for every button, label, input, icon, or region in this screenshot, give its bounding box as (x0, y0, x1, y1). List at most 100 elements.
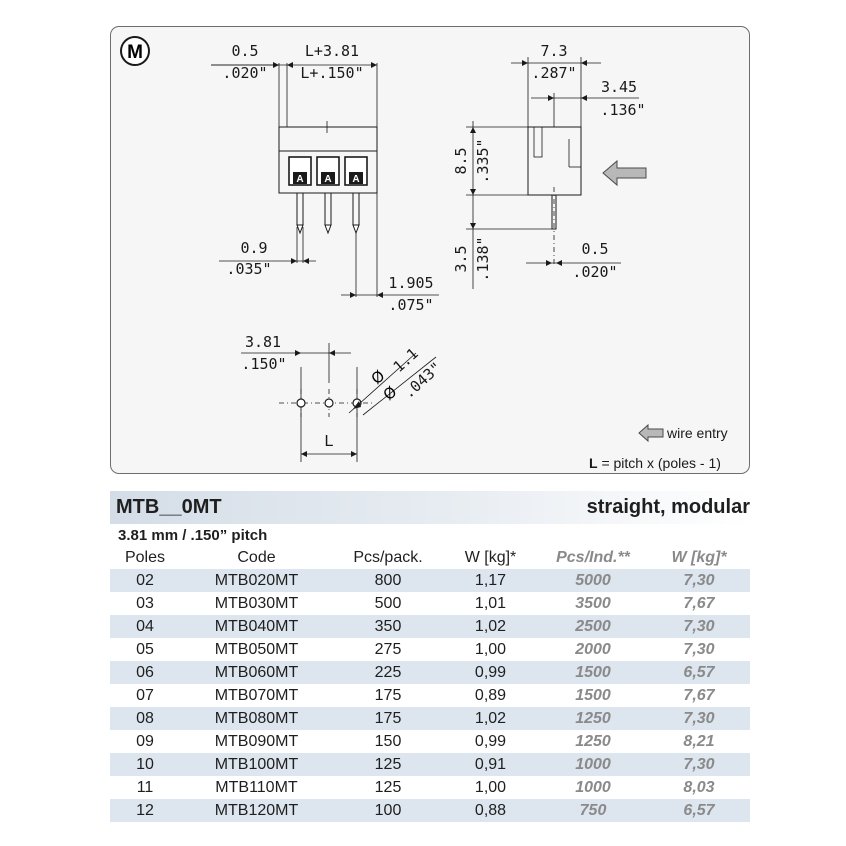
cell-pcs-ind: 2500 (575, 617, 611, 635)
product-title-bar: MTB__0MT straight, modular (110, 491, 750, 524)
side-view: 7.3 .287" 3.45 .136" 8.5 .33 (452, 42, 647, 289)
cell-pcs-ind: 1000 (575, 755, 611, 773)
dim-side-offset-in: .136" (600, 101, 645, 119)
dim-side-width-mm: 7.3 (540, 42, 567, 60)
cell-pcs-ind: 2000 (575, 640, 611, 658)
cell-pcs-ind: 1250 (575, 732, 611, 750)
badge-letter: M (127, 42, 143, 63)
pitch-subtitle: 3.81 mm / .150” pitch (118, 527, 268, 544)
col-header-weight-ind: W [kg]* (671, 548, 727, 566)
col-header-weight: W [kg]* (464, 548, 517, 566)
cell-code: MTB060MT (214, 663, 299, 681)
cell-weight-ind: 6,57 (683, 801, 715, 819)
cell-poles: 07 (136, 686, 154, 704)
dim-pitch-in: .150" (241, 355, 286, 373)
cell-pcs-pack: 175 (374, 709, 402, 727)
cell-poles: 08 (136, 709, 154, 727)
ordering-table: Poles Code Pcs/pack. W [kg]* Pcs/Ind.** … (110, 546, 750, 822)
cell-weight-ind: 8,03 (683, 778, 715, 796)
cell-pcs-pack: 225 (374, 663, 402, 681)
terminal-mark: A (324, 174, 331, 185)
cell-poles: 06 (136, 663, 154, 681)
dim-pin-offset-mm: 1.905 (388, 274, 433, 292)
cell-code: MTB100MT (214, 755, 299, 773)
front-view: 0.5 .020" L+3.81 L+.150" A A A (211, 42, 439, 314)
cell-weight: 0,99 (474, 663, 507, 681)
product-variant: straight, modular (586, 496, 750, 518)
dim-top-span-in: L+.150" (300, 64, 363, 82)
cell-weight: 0,88 (474, 801, 507, 819)
product-code: MTB__0MT (116, 496, 222, 518)
hole-pattern: 3.81 .150" Ø Ø 1.1 .043" L (241, 333, 445, 462)
col-header-poles: Poles (124, 548, 166, 566)
cell-pcs-ind: 1000 (575, 778, 611, 796)
cell-pcs-pack: 350 (374, 617, 402, 635)
cell-weight: 0,99 (474, 732, 507, 750)
cell-weight-ind: 7,30 (683, 571, 715, 589)
dim-pin-width-in: .035" (226, 260, 271, 278)
cell-weight-ind: 7,67 (683, 686, 715, 704)
cell-weight-ind: 7,67 (683, 594, 715, 612)
dim-pin-thickness-mm: 0.5 (581, 240, 608, 258)
cell-weight: 0,91 (474, 755, 507, 773)
cell-pcs-pack: 275 (374, 640, 402, 658)
dim-pin-length-mm: 3.5 (452, 245, 470, 272)
cell-pcs-ind: 5000 (575, 571, 611, 589)
terminal-mark: A (352, 174, 359, 185)
cell-pcs-pack: 125 (374, 755, 402, 773)
cell-pcs-ind: 1250 (575, 709, 611, 727)
cell-pcs-pack: 100 (374, 801, 402, 819)
cell-weight-ind: 8,21 (683, 732, 715, 750)
terminal-mark: A (296, 174, 303, 185)
formula-label: L = pitch x (poles - 1) (589, 455, 721, 471)
cell-weight: 1,00 (474, 778, 507, 796)
dim-side-offset-mm: 3.45 (601, 78, 637, 96)
cell-poles: 11 (136, 778, 154, 796)
cell-weight: 1,01 (474, 594, 507, 612)
dim-pin-offset-in: .075" (388, 296, 433, 314)
dim-side-width-in: .287" (531, 64, 576, 82)
cell-poles: 03 (136, 594, 154, 612)
cell-code: MTB040MT (214, 617, 299, 635)
wire-entry-legend-icon (638, 423, 664, 443)
cell-weight-ind: 7,30 (683, 640, 715, 658)
cell-poles: 02 (136, 571, 154, 589)
cell-poles: 12 (136, 801, 154, 819)
cell-weight: 1,02 (474, 617, 507, 635)
dim-pin-length-in: .138" (474, 236, 492, 281)
table-header-row: Poles Code Pcs/pack. W [kg]* Pcs/Ind.** … (110, 546, 750, 569)
cell-weight-ind: 7,30 (683, 617, 715, 635)
col-header-pcs-ind: Pcs/Ind.** (556, 548, 630, 566)
cell-code: MTB020MT (214, 571, 299, 589)
cell-weight-ind: 6,57 (683, 663, 715, 681)
col-header-code: Code (237, 548, 276, 566)
table-row: 08 MTB080MT 175 1,02 1250 7,30 (110, 707, 750, 730)
cell-pcs-pack: 500 (374, 594, 402, 612)
dim-l-label: L (325, 433, 334, 450)
cell-weight: 1,00 (474, 640, 507, 658)
cell-weight-ind: 7,30 (683, 709, 715, 727)
dim-top-span-mm: L+3.81 (305, 42, 359, 60)
dim-pin-thickness-in: .020" (572, 263, 617, 281)
cell-code: MTB120MT (214, 801, 299, 819)
cell-code: MTB110MT (215, 778, 298, 796)
cell-weight: 0,89 (474, 686, 507, 704)
hole-diameter-symbol: Ø (380, 383, 401, 404)
cell-code: MTB080MT (214, 709, 299, 727)
dim-top-left-in: .020" (222, 64, 267, 82)
dim-top-left-mm: 0.5 (231, 42, 258, 60)
cell-code: MTB050MT (214, 640, 299, 658)
dim-side-height-mm: 8.5 (452, 147, 470, 174)
cell-code: MTB090MT (214, 732, 299, 750)
cell-weight: 1,02 (474, 709, 507, 727)
cell-pcs-pack: 800 (374, 571, 402, 589)
dim-side-height-in: .335" (474, 138, 492, 183)
technical-drawing-panel: M 0.5 .020" L+3.81 L+.150" (110, 26, 750, 474)
cell-poles: 09 (136, 732, 154, 750)
